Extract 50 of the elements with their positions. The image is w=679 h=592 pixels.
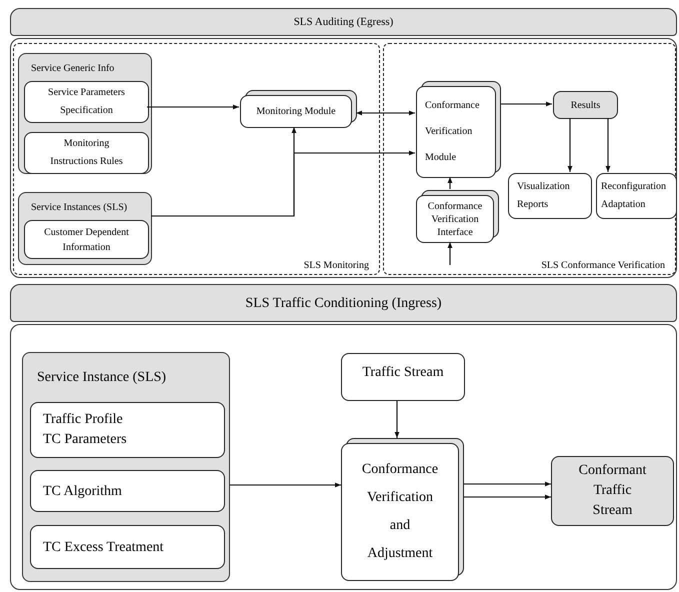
group-title: Service Generic Info <box>31 62 114 76</box>
process-box <box>30 525 225 569</box>
arrow <box>464 494 551 500</box>
arrow <box>394 401 400 438</box>
region-label: SLS Conformance Verification <box>541 259 665 273</box>
arrow <box>568 118 572 172</box>
process-box <box>341 353 465 401</box>
arrow <box>151 150 415 217</box>
process-box <box>596 173 677 219</box>
arrow <box>500 102 552 106</box>
process-box <box>24 220 149 259</box>
box-text: Reconfiguration Adaptation <box>601 180 667 212</box>
arrow <box>606 118 610 172</box>
box-text: Traffic Stream <box>362 364 444 382</box>
section-title: SLS Traffic Conditioning (Ingress) <box>245 294 442 312</box>
box-text: TC Algorithm <box>43 482 122 500</box>
box-text: Results <box>570 98 600 112</box>
group-box <box>18 192 152 265</box>
region-label: SLS Monitoring <box>304 259 369 273</box>
box-text: Service Parameters Specification <box>47 86 126 118</box>
process-box <box>30 402 225 458</box>
box-text: Monitoring Module <box>256 105 336 119</box>
process-box <box>30 470 225 512</box>
result-box <box>553 91 618 119</box>
box-text: Conformance Verification Module <box>425 99 480 165</box>
box-text: Customer Dependent Information <box>43 226 130 254</box>
section-title: SLS Auditing (Egress) <box>294 14 394 30</box>
result-box <box>551 456 674 526</box>
box-text: Conformance Verification and Adjustment <box>360 461 440 563</box>
box-text: Monitoring Instructions Rules <box>49 137 124 169</box>
group-title: Service Instances (SLS) <box>31 201 128 215</box>
dashed-region <box>13 43 380 275</box>
box-text: Conformant Traffic Stream <box>578 462 648 520</box>
arrow <box>448 177 452 189</box>
group-box <box>18 53 152 174</box>
arrow <box>356 110 415 116</box>
box-text: Conformance Verification Interface <box>426 200 484 238</box>
arrow <box>147 104 239 110</box>
box-text: TC Excess Treatment <box>43 538 164 556</box>
box-text: Visualization Reports <box>517 180 571 212</box>
arrow <box>448 242 452 265</box>
process-box <box>24 81 149 123</box>
dashed-region <box>383 43 676 275</box>
arrow <box>230 482 341 488</box>
arrow <box>464 482 551 486</box>
group-box <box>22 352 230 582</box>
group-title: Service Instance (SLS) <box>37 369 166 387</box>
process-box <box>508 173 592 219</box>
box-text: Traffic Profile TC Parameters <box>43 411 128 449</box>
process-box <box>24 132 149 174</box>
